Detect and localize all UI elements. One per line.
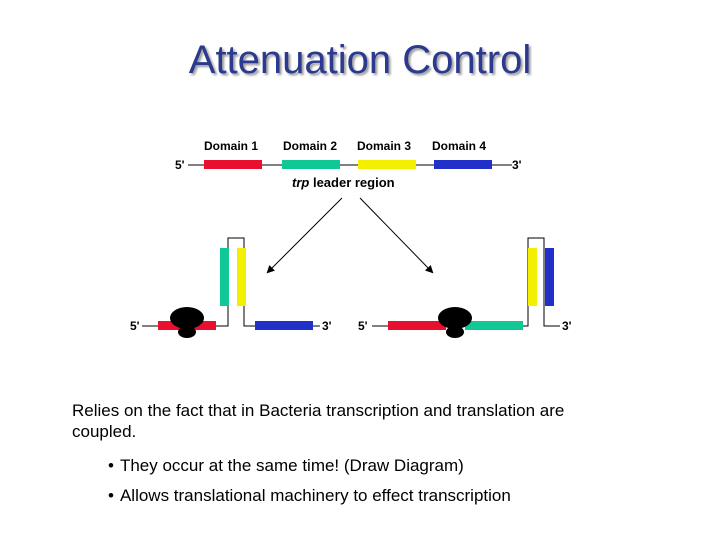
slide-title: Attenuation Control: [188, 38, 532, 82]
br-domain-4: [545, 248, 554, 306]
arrow-right: [359, 197, 434, 274]
bl-hairpin-loop: [220, 237, 254, 327]
bullet-dot-icon: •: [108, 486, 114, 505]
br-domain-1: [388, 321, 446, 330]
br-domain-2: [465, 321, 523, 330]
arrow-left: [266, 197, 343, 274]
bl-5prime-label: 5': [130, 319, 140, 333]
br-hairpin-loop: [523, 237, 560, 327]
br-domain-3: [528, 248, 537, 306]
label-domain-2: Domain 2: [283, 139, 337, 153]
top-domain-3: [358, 160, 416, 169]
top-domain-1: [204, 160, 262, 169]
label-domain-1: Domain 1: [204, 139, 258, 153]
bl-domain-2: [220, 248, 229, 306]
body-paragraph: Relies on the fact that in Bacteria tran…: [72, 401, 565, 441]
bullet-text-2: Allows translational machinery to effect…: [119, 486, 511, 505]
bullet-text-1: They occur at the same time! (Draw Diagr…: [119, 456, 464, 475]
attenuation-diagram: Domain 1 Domain 2 Domain 3 Domain 4 5' 3…: [130, 139, 572, 338]
leader-region-label: trp leader region: [292, 175, 395, 190]
top-3prime-label: 3': [512, 158, 522, 172]
br-3prime-label: 3': [562, 319, 572, 333]
leader-region-text: leader region: [309, 175, 394, 190]
label-domain-4: Domain 4: [432, 139, 486, 153]
bl-domain-4: [255, 321, 313, 330]
bullet-item-1: • They occur at the same time! (Draw Diag…: [108, 456, 464, 476]
br-ribosome: [438, 307, 472, 338]
br-5prime-label: 5': [358, 319, 368, 333]
top-domain-2: [282, 160, 340, 169]
bullet-dot-icon: •: [108, 456, 114, 475]
bl-domain-3: [237, 248, 246, 306]
bullet-item-2: • Allows translational machinery to effec…: [108, 486, 511, 506]
top-5prime-label: 5': [175, 158, 185, 172]
trp-label: trp: [292, 175, 309, 190]
bl-3prime-label: 3': [322, 319, 332, 333]
label-domain-3: Domain 3: [357, 139, 411, 153]
top-domain-4: [434, 160, 492, 169]
bl-ribosome: [170, 307, 204, 338]
